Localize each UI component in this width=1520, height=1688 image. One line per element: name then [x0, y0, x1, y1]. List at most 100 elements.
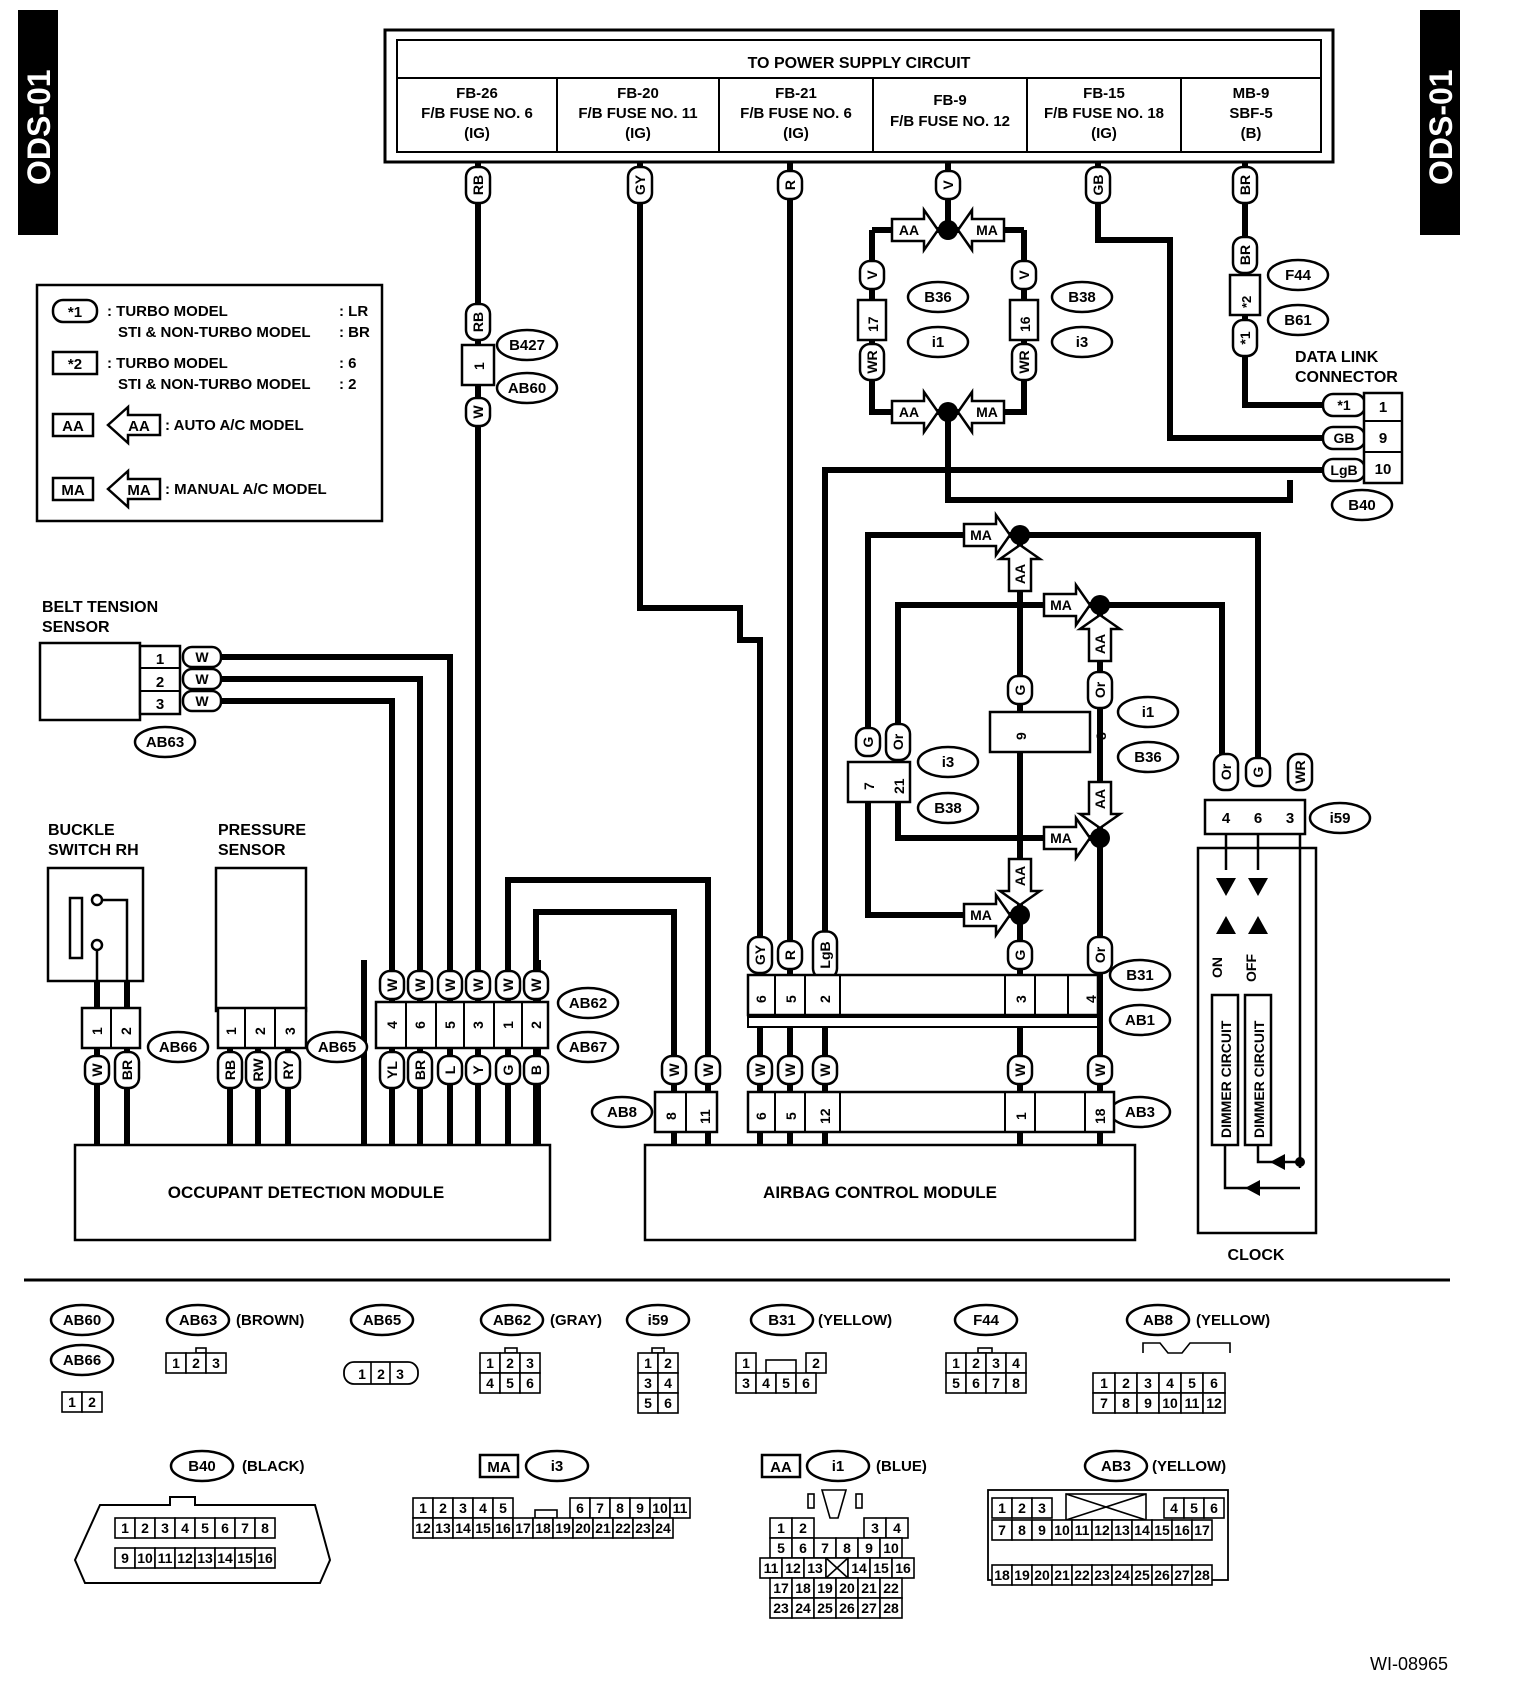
wire-color-tag: W: [694, 1054, 722, 1086]
svg-text:8: 8: [1018, 1522, 1026, 1538]
svg-text:B38: B38: [1068, 289, 1096, 306]
side-tab-left-label: ODS-01: [21, 69, 57, 185]
svg-text:AB65: AB65: [363, 1312, 401, 1329]
svg-text:AB62: AB62: [493, 1312, 531, 1329]
svg-text:21: 21: [1054, 1567, 1070, 1583]
wire-color-tag: *1: [1231, 318, 1259, 358]
legend-ma-text: : MANUAL A/C MODEL: [165, 481, 327, 498]
odm-label: OCCUPANT DETECTION MODULE: [168, 1183, 444, 1202]
fuse-text: F/B FUSE NO. 6: [740, 105, 852, 122]
ac-arrow-icon: MA: [1042, 814, 1092, 862]
svg-text:17: 17: [515, 1520, 531, 1536]
svg-text:4: 4: [1083, 995, 1099, 1003]
svg-text:4: 4: [486, 1375, 494, 1391]
svg-text:MA: MA: [976, 404, 998, 420]
svg-text:4: 4: [1170, 1500, 1178, 1516]
svg-text:B31: B31: [768, 1312, 796, 1329]
svg-text:5: 5: [777, 1540, 785, 1556]
svg-text:11: 11: [1185, 1395, 1200, 1411]
svg-text:6: 6: [1210, 1500, 1218, 1516]
svg-text:1: 1: [500, 1021, 516, 1029]
svg-text:3: 3: [282, 1027, 298, 1035]
ac-arrow-icon: AA: [1076, 780, 1124, 830]
wire-color-tag: W: [464, 396, 492, 428]
connector-id-oval: B61: [1266, 303, 1330, 337]
svg-text:AB63: AB63: [179, 1312, 217, 1329]
svg-text:13: 13: [807, 1560, 823, 1576]
svg-text:*1: *1: [1237, 331, 1253, 344]
svg-text:B31: B31: [1126, 967, 1154, 984]
svg-text:2: 2: [664, 1355, 672, 1371]
svg-text:14: 14: [1134, 1522, 1150, 1538]
svg-text:B36: B36: [1134, 749, 1162, 766]
legend-ma-arrow-label: MA: [127, 482, 150, 499]
svg-text:G: G: [1012, 684, 1028, 695]
svg-text:6: 6: [221, 1520, 229, 1536]
svg-text:2: 2: [141, 1520, 149, 1536]
fuse-text: F/B FUSE NO. 11: [578, 105, 697, 122]
ac-arrow-icon: AA: [890, 388, 940, 436]
connector-id-oval: i3: [1050, 325, 1114, 359]
legend-star1-tag: *1: [68, 304, 82, 321]
led-icon: [1216, 916, 1236, 934]
svg-text:R: R: [782, 180, 798, 190]
svg-text:1: 1: [358, 1366, 366, 1382]
dimmer-circuit-2: DIMMER CIRCUIT: [1251, 1020, 1267, 1138]
svg-text:AA: AA: [770, 1459, 792, 1476]
svg-text:11: 11: [158, 1550, 173, 1566]
svg-text:1: 1: [1100, 1375, 1108, 1391]
svg-text:(YELLOW): (YELLOW): [818, 1312, 892, 1329]
ac-arrow-icon: MA: [962, 511, 1012, 559]
wire-color-tag: W: [181, 645, 223, 669]
svg-text:19: 19: [555, 1520, 571, 1536]
svg-text:1: 1: [471, 362, 487, 370]
svg-text:2: 2: [528, 1021, 544, 1029]
airbag-control-module: AIRBAG CONTROL MODULE: [643, 1143, 1137, 1242]
svg-text:11: 11: [764, 1560, 779, 1576]
svg-text:6: 6: [1254, 810, 1262, 827]
connector-id-oval: i59: [1308, 801, 1372, 835]
svg-text:10: 10: [137, 1550, 153, 1566]
svg-text:i59: i59: [648, 1312, 669, 1329]
wire-color-tag: BR: [406, 1050, 434, 1090]
svg-text:i3: i3: [551, 1458, 564, 1475]
svg-text:20: 20: [575, 1520, 591, 1536]
wire-color-tag: W: [811, 1054, 839, 1086]
fuse-cell: FB-21F/B FUSE NO. 6(IG): [718, 78, 852, 152]
svg-text:i1: i1: [832, 1458, 845, 1475]
svg-text:1: 1: [952, 1355, 960, 1371]
svg-text:6: 6: [753, 995, 769, 1003]
wire-color-tag: W: [660, 1054, 688, 1086]
side-tab-left: ODS-01: [18, 10, 58, 235]
svg-text:5: 5: [782, 1375, 790, 1391]
clock-off-label: OFF: [1243, 954, 1259, 982]
svg-text:V: V: [940, 180, 956, 190]
svg-text:W: W: [666, 1063, 682, 1077]
connector-id-oval: AB63: [133, 725, 197, 759]
svg-text:4: 4: [384, 1021, 400, 1029]
wire-color-tag: YL: [378, 1050, 406, 1090]
svg-text:AA: AA: [1092, 789, 1108, 809]
svg-text:RB: RB: [222, 1060, 238, 1080]
legend-aa-tag: AA: [62, 418, 84, 435]
svg-text:3: 3: [1013, 995, 1029, 1003]
ac-arrow-icon: MA: [962, 891, 1012, 939]
svg-text:1: 1: [1013, 1112, 1029, 1120]
svg-text:W: W: [195, 649, 209, 665]
legend-star2-tag: *2: [68, 356, 82, 373]
svg-text:AB66: AB66: [63, 1352, 101, 1369]
svg-text:7: 7: [998, 1522, 1006, 1538]
legend: *1 : TURBO MODEL : LR STI & NON-TURBO MO…: [35, 283, 384, 523]
wire-color-tag: G: [1006, 674, 1034, 706]
svg-text:2: 2: [972, 1355, 980, 1371]
svg-text:11: 11: [673, 1500, 688, 1516]
svg-text:3: 3: [156, 696, 164, 713]
svg-text:6: 6: [576, 1500, 584, 1516]
